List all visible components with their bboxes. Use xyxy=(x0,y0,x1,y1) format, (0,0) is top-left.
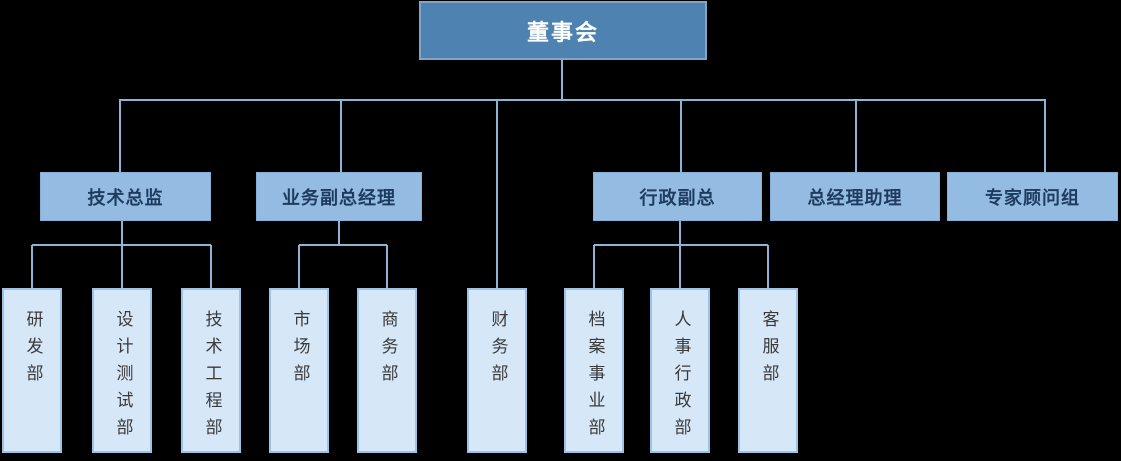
org-node-label: 董事会 xyxy=(526,20,599,46)
org-node-archives-dept[interactable]: 档案事业部 xyxy=(564,288,624,453)
org-node-business-dept[interactable]: 商务部 xyxy=(357,288,417,453)
org-node-label: 档案事业部 xyxy=(584,310,605,445)
org-node-tech-engineering-dept[interactable]: 技术工程部 xyxy=(181,288,241,453)
org-node-admin-deputy[interactable]: 行政副总 xyxy=(593,172,762,221)
org-node-label: 客服部 xyxy=(758,310,779,391)
org-node-label: 行政副总 xyxy=(639,187,716,209)
org-node-design-testing-dept[interactable]: 设计测试部 xyxy=(92,288,152,453)
org-node-rnd-dept[interactable]: 研发部 xyxy=(2,288,62,453)
org-node-label: 财务部 xyxy=(487,310,508,391)
org-node-gm-assistant[interactable]: 总经理助理 xyxy=(770,172,940,221)
org-node-label: 专家顾问组 xyxy=(985,187,1080,209)
org-node-label: 市场部 xyxy=(289,310,310,391)
org-node-label: 技术总监 xyxy=(87,187,164,209)
org-node-board[interactable]: 董事会 xyxy=(419,1,707,60)
org-node-label: 技术工程部 xyxy=(201,310,222,445)
org-node-label: 人事行政部 xyxy=(670,310,691,445)
org-node-business-deputy-gm[interactable]: 业务副总经理 xyxy=(256,172,422,221)
org-node-hr-admin-dept[interactable]: 人事行政部 xyxy=(650,288,710,453)
org-node-technical-director[interactable]: 技术总监 xyxy=(40,172,211,221)
org-node-label: 总经理助理 xyxy=(807,187,903,209)
org-node-label: 商务部 xyxy=(377,310,398,391)
org-node-marketing-dept[interactable]: 市场部 xyxy=(269,288,329,453)
org-node-expert-advisors[interactable]: 专家顾问组 xyxy=(947,172,1118,221)
org-node-label: 设计测试部 xyxy=(112,310,133,445)
org-node-label: 研发部 xyxy=(22,310,43,391)
org-node-label: 业务副总经理 xyxy=(282,187,396,209)
org-node-customer-service-dept[interactable]: 客服部 xyxy=(738,288,798,453)
org-node-finance-dept[interactable]: 财务部 xyxy=(467,288,527,453)
